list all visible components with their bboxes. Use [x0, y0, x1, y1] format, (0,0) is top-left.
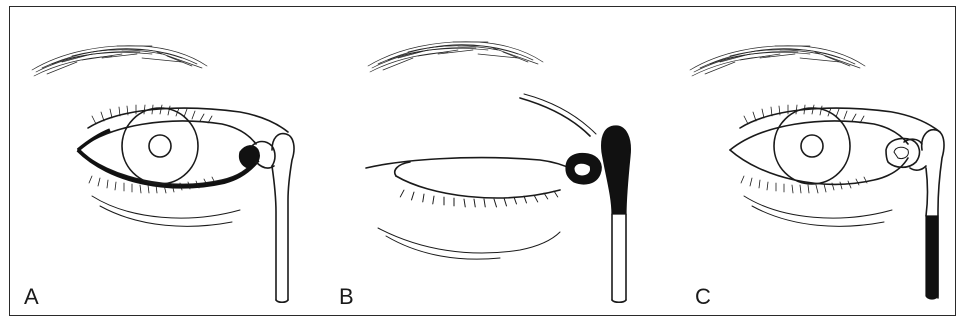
pupil-a — [149, 135, 171, 157]
closed-lid-margin-b — [396, 176, 560, 198]
canaliculus-c — [886, 138, 919, 167]
iris-a — [122, 108, 198, 184]
upper-lid-margin-a — [78, 121, 256, 150]
eyebrow-a — [32, 46, 207, 76]
nasolacrimal-duct-a — [272, 166, 276, 300]
lacrimal-sac-full-b — [602, 126, 631, 214]
panel-a — [32, 46, 294, 303]
lacrimal-lake-a — [239, 146, 259, 168]
upper-lid-margin-c — [730, 121, 908, 150]
iris-c — [774, 108, 850, 184]
panel-label-c: C — [695, 286, 711, 308]
eyebrow-c — [690, 46, 865, 76]
nasolacrimal-duct-fluid-c — [926, 216, 938, 299]
panel-b — [366, 42, 630, 303]
panel-label-a: A — [24, 286, 39, 308]
eyebrow-b — [368, 42, 543, 72]
panel-label-b: B — [339, 286, 354, 308]
pupil-c — [801, 135, 823, 157]
panel-c — [690, 46, 944, 299]
tear-meniscus-a — [78, 150, 258, 187]
